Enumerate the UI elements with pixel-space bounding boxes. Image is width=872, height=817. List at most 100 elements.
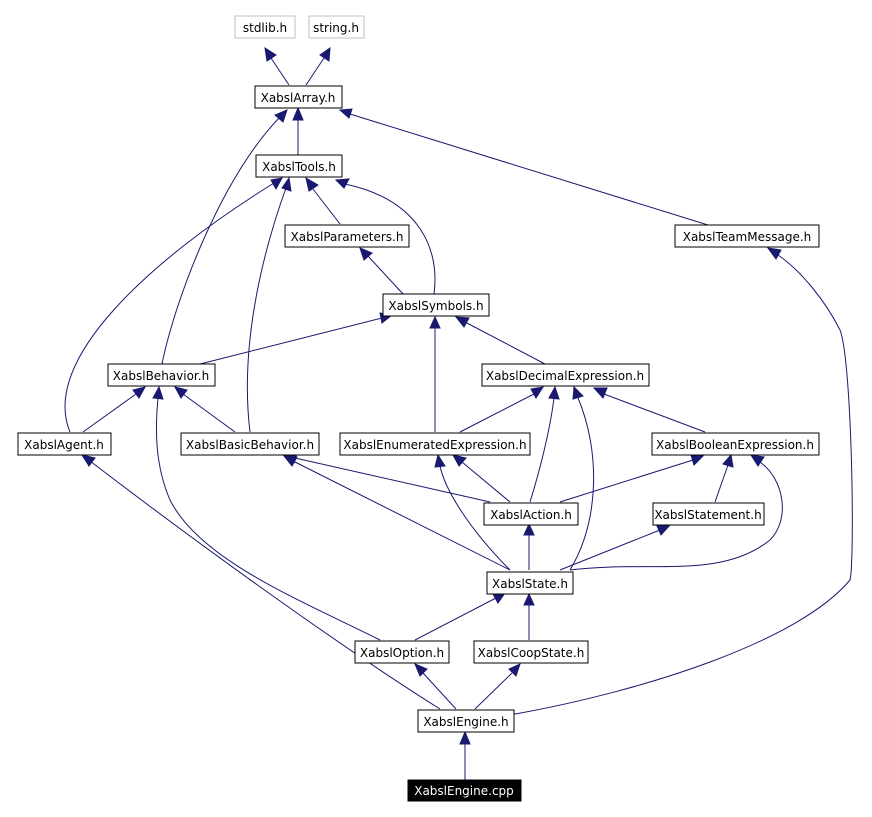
edge-symbols-to-parameters: [367, 255, 404, 295]
edge-statement-to-boolean: [714, 464, 729, 503]
edge-state-to-statement: [559, 529, 661, 571]
node-label: XabslStatement.h: [654, 508, 761, 522]
node-label: XabslParameters.h: [291, 230, 404, 244]
arrowhead: [572, 385, 584, 400]
edge-engine-to-option: [422, 672, 457, 710]
arrowhead: [530, 386, 545, 399]
edge-state-to-decimal: [569, 397, 595, 571]
edge-basic-behavior-to-tools: [246, 187, 287, 433]
arrowhead: [592, 387, 608, 399]
arrowhead: [338, 108, 353, 119]
arrowhead: [132, 386, 146, 399]
node-label: XabslCoopState.h: [478, 646, 585, 660]
arrowhead: [766, 247, 782, 260]
arrowhead: [749, 454, 765, 467]
arrowhead: [292, 106, 304, 121]
edge-option-to-behavior: [155, 397, 381, 641]
nodes: stdlib.h string.h XabslArray.h XabslTool…: [17, 15, 820, 802]
node-label: XabslBooleanExpression.h: [656, 438, 814, 452]
arrowhead: [523, 522, 535, 536]
arrowhead: [508, 663, 521, 677]
arrowhead: [80, 454, 96, 467]
node-label: XabslArray.h: [261, 91, 336, 105]
edge-team-message-to-array: [349, 113, 709, 226]
arrowhead: [722, 453, 734, 468]
arrowhead: [690, 454, 705, 466]
arrowhead: [434, 453, 446, 468]
node-label: stdlib.h: [243, 21, 287, 35]
arrowhead: [319, 46, 331, 62]
node-label: XabslTools.h: [262, 160, 336, 174]
arrowhead: [452, 454, 467, 467]
edge-action-to-decimal: [529, 397, 555, 503]
node-tools[interactable]: XabslTools.h: [255, 154, 343, 178]
edge-engine-to-agent: [89, 460, 441, 710]
node-parameters[interactable]: XabslParameters.h: [284, 224, 410, 248]
node-basic-behavior[interactable]: XabslBasicBehavior.h: [180, 432, 320, 456]
arrowhead: [459, 730, 471, 745]
edge-action-to-enumerated: [461, 461, 511, 503]
edge-boolean-to-decimal: [603, 393, 706, 433]
arrowhead: [305, 176, 319, 192]
node-label: string.h: [313, 21, 359, 35]
edge-behavior-to-array: [161, 117, 280, 365]
node-agent[interactable]: XabslAgent.h: [17, 432, 112, 456]
node-engine-cpp[interactable]: XabslEngine.cpp: [407, 779, 522, 802]
edge-option-to-state: [414, 597, 497, 641]
node-label: XabslBehavior.h: [113, 369, 209, 383]
node-team-message[interactable]: XabslTeamMessage.h: [674, 224, 820, 248]
node-string[interactable]: string.h: [308, 15, 365, 39]
edge-action-to-basic-behavior: [294, 457, 491, 503]
arrowhead: [281, 176, 292, 192]
node-enumerated-expression[interactable]: XabslEnumeratedExpression.h: [339, 432, 531, 456]
node-label: XabslEngine.h: [423, 715, 508, 729]
edge-action-to-boolean: [559, 459, 694, 503]
node-stdlib[interactable]: stdlib.h: [234, 15, 296, 39]
edge-parameters-to-tools: [312, 188, 341, 225]
node-action[interactable]: XabslAction.h: [483, 502, 579, 526]
node-behavior[interactable]: XabslBehavior.h: [107, 363, 216, 387]
arrowhead: [282, 455, 298, 467]
node-label: XabslDecimalExpression.h: [486, 369, 644, 383]
node-label: XabslOption.h: [360, 646, 444, 660]
edges: [64, 46, 853, 780]
arrowhead: [152, 385, 164, 400]
edge-agent-to-tools: [64, 182, 275, 433]
node-decimal-expression[interactable]: XabslDecimalExpression.h: [481, 363, 650, 387]
node-label: XabslState.h: [492, 577, 568, 591]
node-label: XabslAction.h: [490, 508, 572, 522]
edge-state-to-enumerated: [439, 465, 511, 571]
edge-basic-behavior-to-behavior: [182, 393, 236, 433]
node-engine[interactable]: XabslEngine.h: [417, 709, 515, 733]
edge-engine-to-coop-state: [474, 672, 513, 710]
edge-engine-to-team-message: [509, 254, 853, 716]
edge-agent-to-behavior: [82, 393, 137, 433]
edge-decimal-to-symbols: [464, 321, 546, 365]
arrowhead: [334, 178, 350, 189]
node-boolean-expression[interactable]: XabslBooleanExpression.h: [651, 432, 820, 456]
arrowhead: [414, 663, 428, 677]
arrowhead: [359, 247, 373, 261]
edge-symbols-to-tools: [344, 183, 436, 295]
edge-enumerated-to-decimal: [459, 393, 535, 433]
node-label: XabslBasicBehavior.h: [186, 438, 314, 452]
arrowhead: [548, 385, 560, 400]
node-label: XabslEngine.cpp: [414, 784, 514, 798]
node-option[interactable]: XabslOption.h: [354, 640, 450, 664]
edge-array-to-stdlib: [270, 57, 290, 86]
node-symbols[interactable]: XabslSymbols.h: [382, 293, 490, 317]
edge-array-to-string: [305, 57, 325, 86]
arrowhead: [264, 46, 277, 62]
node-statement[interactable]: XabslStatement.h: [652, 502, 765, 526]
node-label: XabslEnumeratedExpression.h: [343, 438, 526, 452]
node-array[interactable]: XabslArray.h: [254, 85, 343, 109]
node-state[interactable]: XabslState.h: [486, 571, 574, 595]
arrowhead: [656, 524, 672, 536]
node-label: XabslAgent.h: [24, 438, 104, 452]
edge-behavior-to-symbols: [199, 317, 383, 365]
node-coop-state[interactable]: XabslCoopState.h: [473, 640, 589, 664]
node-label: XabslSymbols.h: [388, 299, 483, 313]
arrowhead: [270, 177, 283, 191]
arrowhead: [274, 109, 288, 123]
